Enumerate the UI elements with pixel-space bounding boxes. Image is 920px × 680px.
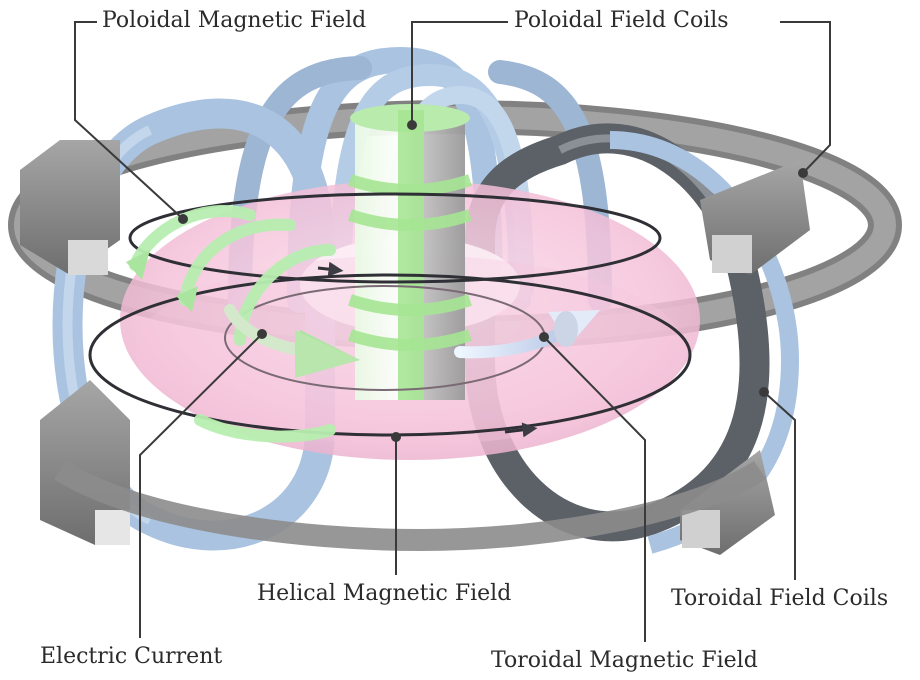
- leader-dot-helical: [392, 433, 400, 441]
- label-toroidal-magnetic-field: Toroidal Magnetic Field: [491, 650, 758, 672]
- label-helical-magnetic-field: Helical Magnetic Field: [257, 583, 511, 605]
- label-electric-current: Electric Current: [40, 646, 222, 668]
- leader-dot-toroidal-magnetic-field: [540, 333, 548, 341]
- leader-dot-electric-current: [258, 330, 266, 338]
- label-poloidal-magnetic-field: Poloidal Magnetic Field: [102, 10, 366, 32]
- label-poloidal-field-coils: Poloidal Field Coils: [514, 10, 729, 32]
- leader-dot-poloidal-coils-center: [408, 121, 416, 129]
- leader-dot-poloidal-magnetic-field: [179, 215, 187, 223]
- leader-dot-poloidal-coils-right: [799, 169, 807, 177]
- leader-dot-toroidal-coils: [760, 388, 768, 396]
- label-toroidal-field-coils: Toroidal Field Coils: [671, 588, 888, 610]
- central-solenoid: [350, 104, 470, 400]
